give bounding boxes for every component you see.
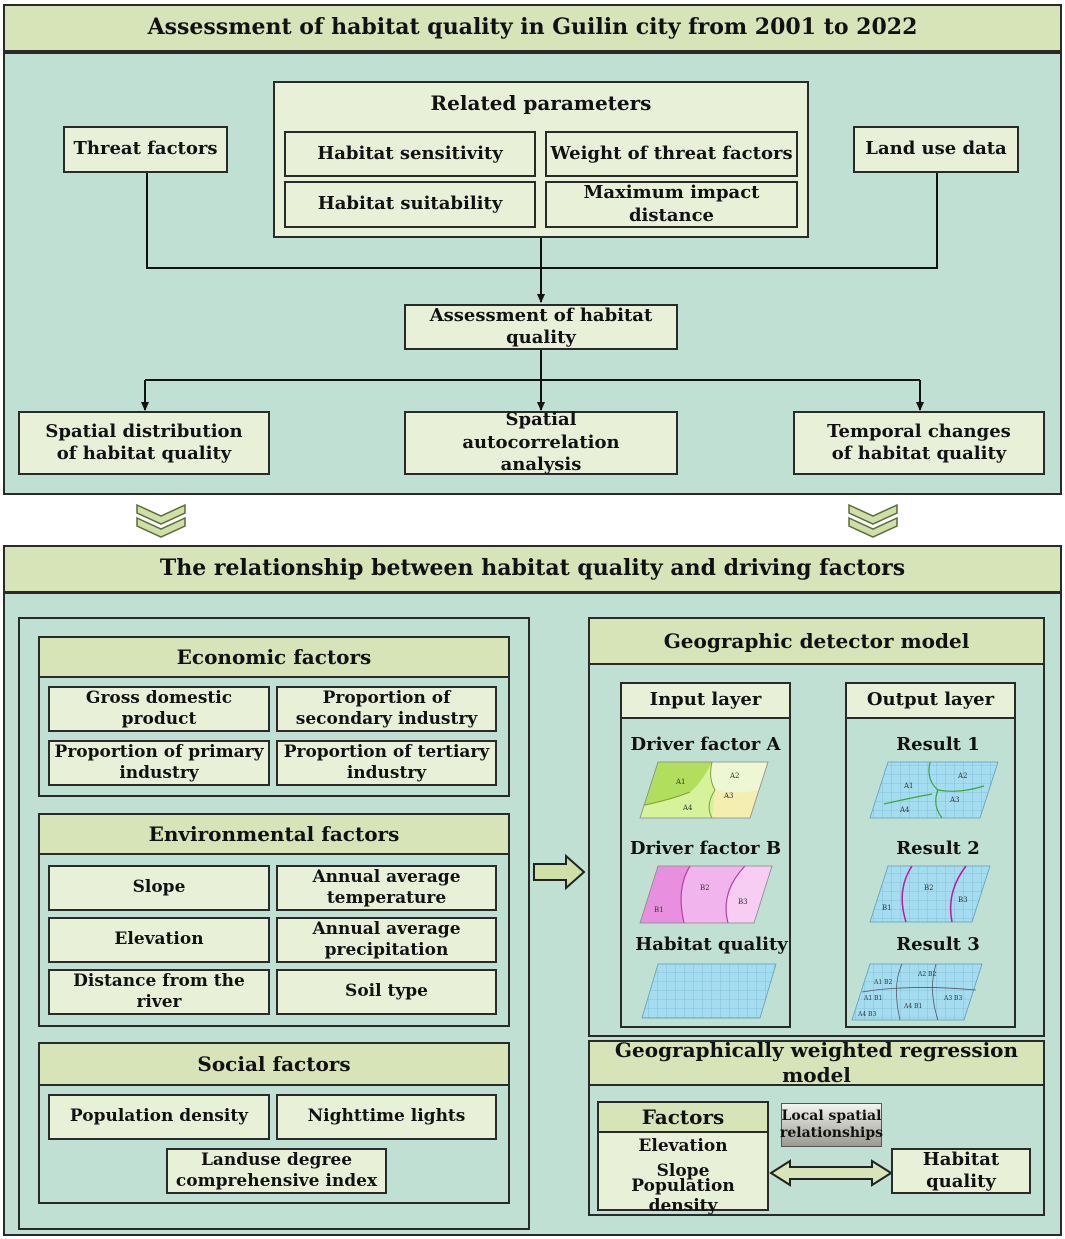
map-r2-label-2: B2 [924, 884, 934, 892]
map-b-label-3: B3 [738, 898, 748, 906]
output-spatial-distribution: Spatial distribution of habitat quality [18, 411, 270, 475]
output-layer-title: Output layer [845, 682, 1016, 719]
map-r1-label-4: A4 [899, 806, 910, 814]
econ-secondary: Proportion of secondary industry [276, 686, 497, 732]
input-layer-title: Input layer [620, 682, 791, 719]
chevron-right-icon [848, 503, 898, 538]
map-a-label-4: A4 [682, 804, 693, 812]
map-b-label-1: B1 [654, 906, 664, 914]
result-3-map [851, 963, 983, 1021]
top-title: Assessment of habitat quality in Guilin … [3, 4, 1062, 52]
env-slope: Slope [48, 865, 270, 911]
map-r2-label-1: B1 [882, 904, 892, 912]
map-a-label-3: A3 [723, 792, 734, 800]
gwr-habitat-quality: Habitat quality [891, 1148, 1031, 1194]
map-b-label-2: B2 [700, 884, 710, 892]
input-driver-b: Driver factor B [629, 837, 782, 859]
gwr-factor-slope: Slope [656, 1161, 710, 1181]
environmental-title: Environmental factors [38, 813, 510, 855]
env-soil-type: Soil type [276, 969, 497, 1015]
econ-gdp: Gross domestic product [48, 686, 270, 732]
social-title: Social factors [38, 1042, 510, 1086]
gwr-factor-elevation: Elevation [638, 1136, 728, 1156]
param-habitat-sensitivity: Habitat sensitivity [284, 131, 536, 177]
map-r1-label-1: A1 [903, 782, 914, 790]
habitat-quality-map [641, 963, 777, 1019]
param-max-impact-distance: Maximum impact distance [545, 181, 798, 228]
social-landuse-index: Landuse degree comprehensive index [166, 1148, 387, 1194]
map-a-label-2: A2 [729, 772, 740, 780]
map-r3-label-5: A4 B1 [903, 1003, 922, 1010]
env-precipitation: Annual average precipitation [276, 917, 497, 963]
related-parameters-title: Related parameters [430, 91, 652, 115]
map-a-label-1: A1 [675, 778, 686, 786]
env-elevation: Elevation [48, 917, 270, 963]
map-r2-label-3: B3 [958, 896, 968, 904]
gwr-factors-title: Factors [597, 1101, 769, 1133]
map-r1-label-2: A2 [957, 772, 968, 780]
land-use-data-box: Land use data [853, 126, 1019, 173]
gwr-title: Geographically weighted regression model [588, 1038, 1045, 1087]
map-r3-label-6: A4 B3 [857, 1011, 876, 1018]
output-result-1: Result 1 [896, 733, 980, 755]
bottom-title: The relationship between habitat quality… [3, 545, 1062, 593]
output-temporal-changes: Temporal changes of habitat quality [793, 411, 1045, 475]
map-r1-label-3: A3 [949, 796, 960, 804]
map-r3-label-2: A2 B2 [917, 971, 936, 978]
social-nighttime: Nighttime lights [276, 1094, 497, 1140]
assessment-box: Assessment of habitat quality [404, 304, 678, 350]
map-r3-label-4: A3 B3 [943, 995, 962, 1002]
param-habitat-suitability: Habitat suitability [284, 181, 536, 228]
social-population: Population density [48, 1094, 270, 1140]
input-driver-a: Driver factor A [630, 733, 781, 755]
output-result-2: Result 2 [896, 837, 980, 859]
economic-title: Economic factors [38, 636, 510, 678]
param-weight-threat: Weight of threat factors [545, 131, 798, 177]
env-distance-river: Distance from the river [48, 969, 270, 1015]
driver-a-map [640, 762, 768, 818]
threat-factors-box: Threat factors [63, 126, 228, 173]
env-temperature: Annual average temperature [276, 865, 497, 911]
econ-primary: Proportion of primary industry [48, 740, 270, 786]
result-2-map [869, 865, 991, 923]
geodetector-title: Geographic detector model [588, 617, 1045, 665]
gwr-relation-label: Local spatial relationships [780, 1103, 883, 1147]
output-spatial-autocorrelation: Spatial autocorrelation analysis [404, 409, 678, 475]
output-result-3: Result 3 [896, 933, 980, 955]
map-r3-label-3: A1 B1 [863, 995, 882, 1002]
input-habitat-quality: Habitat quality [635, 933, 788, 955]
map-r3-label-1: A1 B2 [873, 979, 892, 986]
econ-tertiary: Proportion of tertiary industry [276, 740, 497, 786]
result-1-map [869, 761, 999, 819]
chevron-left-icon [136, 503, 186, 538]
